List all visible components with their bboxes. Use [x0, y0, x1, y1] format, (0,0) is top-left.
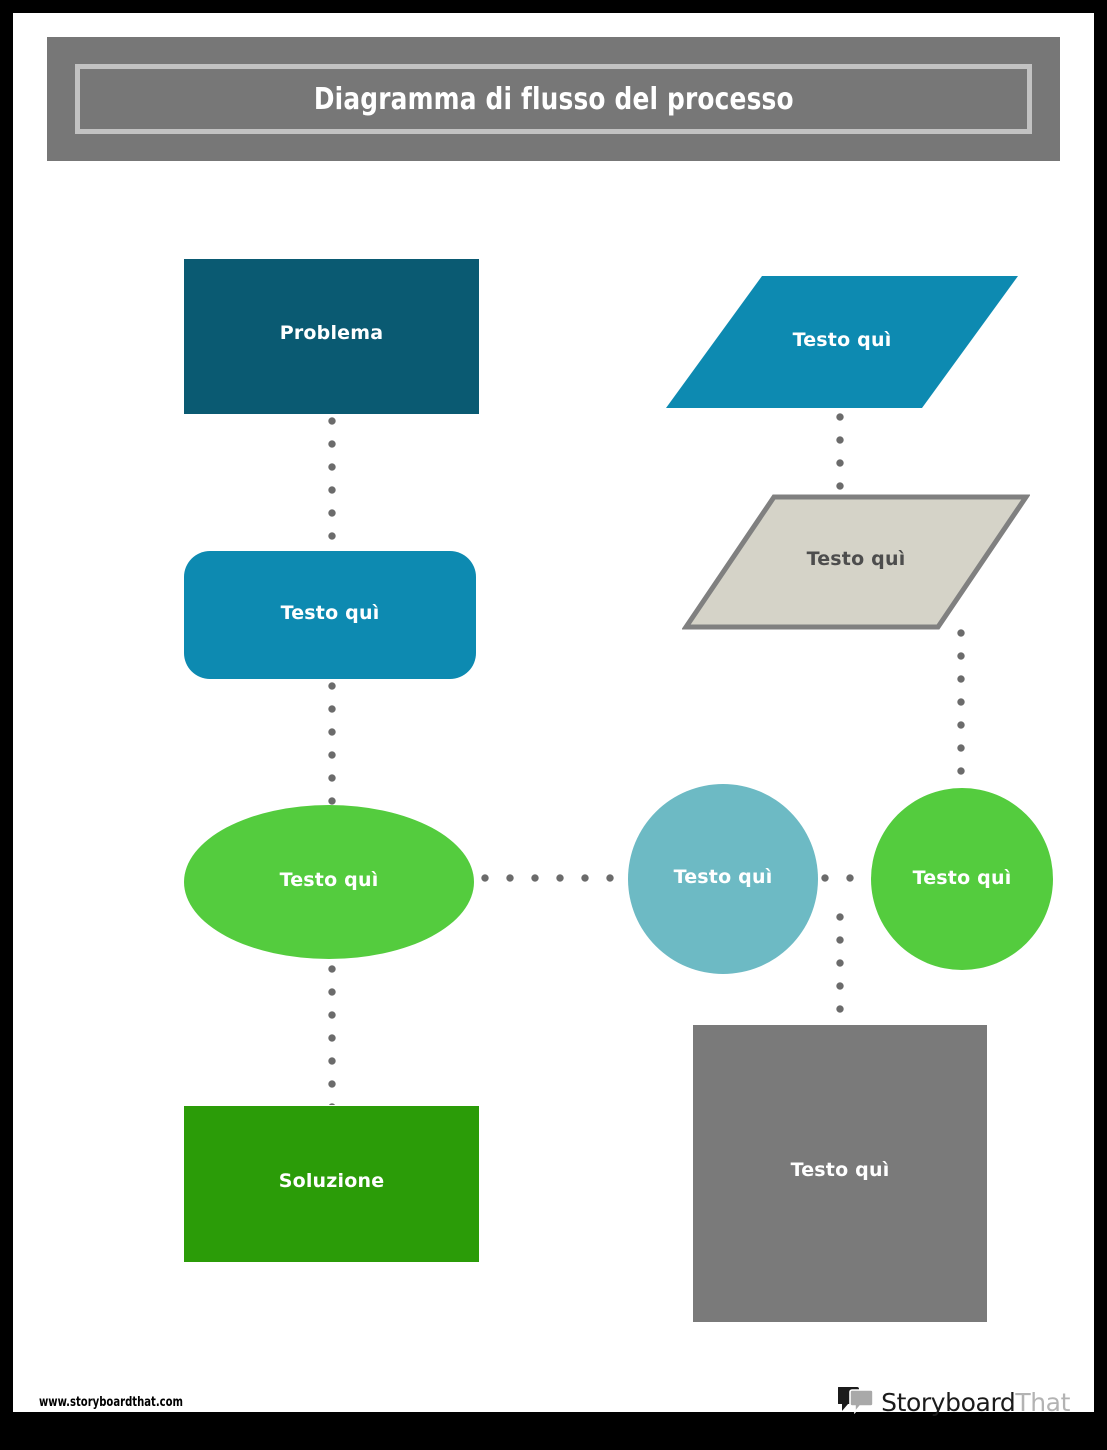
logo-wordmark: StoryboardThat: [881, 1388, 1070, 1417]
connector-teal-para-to-gray-para: [836, 413, 844, 496]
node-problema[interactable]: Problema: [184, 259, 479, 414]
connector-left-ellipse-to-middle-circle: [481, 874, 631, 882]
connector-gray-para-to-right-circle: [957, 629, 965, 791]
node-problema-label: Problema: [279, 322, 384, 344]
page-title: Diagramma di flusso del processo: [313, 81, 794, 117]
connector-left-rounded-to-left-ellipse: [328, 682, 336, 808]
connector-middle-circle-to-bottom-square: [836, 913, 844, 1028]
connector-problema-to-left-rounded: [328, 417, 336, 551]
node-right-parallelogram-teal-label: Testo quì: [792, 329, 892, 351]
node-left-ellipse[interactable]: Testo quì: [184, 805, 474, 959]
title-banner: Diagramma di flusso del processo: [47, 37, 1060, 161]
logo-word-secondary: That: [1015, 1387, 1070, 1417]
node-left-ellipse-label: Testo quì: [279, 869, 379, 891]
logo-word-primary: Storyboard: [881, 1387, 1016, 1417]
node-left-rounded[interactable]: Testo quì: [184, 551, 476, 679]
node-right-parallelogram-gray[interactable]: Testo quì: [682, 493, 1030, 631]
node-bottom-square-label: Testo quì: [790, 1159, 890, 1181]
node-bottom-square[interactable]: Testo quì: [693, 1025, 987, 1322]
node-left-rounded-label: Testo quì: [280, 602, 380, 624]
node-right-parallelogram-gray-label: Testo quì: [806, 548, 906, 570]
page-surface: Diagramma di flusso del processo Problem…: [13, 13, 1094, 1417]
connector-middle-circle-to-right-circle: [821, 874, 873, 882]
storyboardthat-logo[interactable]: StoryboardThat: [837, 1385, 1070, 1419]
speech-bubble-icon: [837, 1385, 874, 1419]
node-soluzione[interactable]: Soluzione: [184, 1106, 479, 1262]
connector-left-ellipse-to-soluzione: [328, 965, 336, 1105]
node-middle-circle[interactable]: Testo quì: [628, 784, 818, 974]
node-soluzione-label: Soluzione: [278, 1170, 385, 1192]
node-right-circle[interactable]: Testo quì: [871, 788, 1053, 970]
title-banner-inner-border: Diagramma di flusso del processo: [75, 64, 1032, 134]
node-right-circle-label: Testo quì: [912, 867, 1012, 889]
node-middle-circle-label: Testo quì: [673, 866, 773, 888]
node-right-parallelogram-teal[interactable]: Testo quì: [665, 271, 1019, 413]
footer-url[interactable]: www.storyboardthat.com: [39, 1395, 184, 1410]
